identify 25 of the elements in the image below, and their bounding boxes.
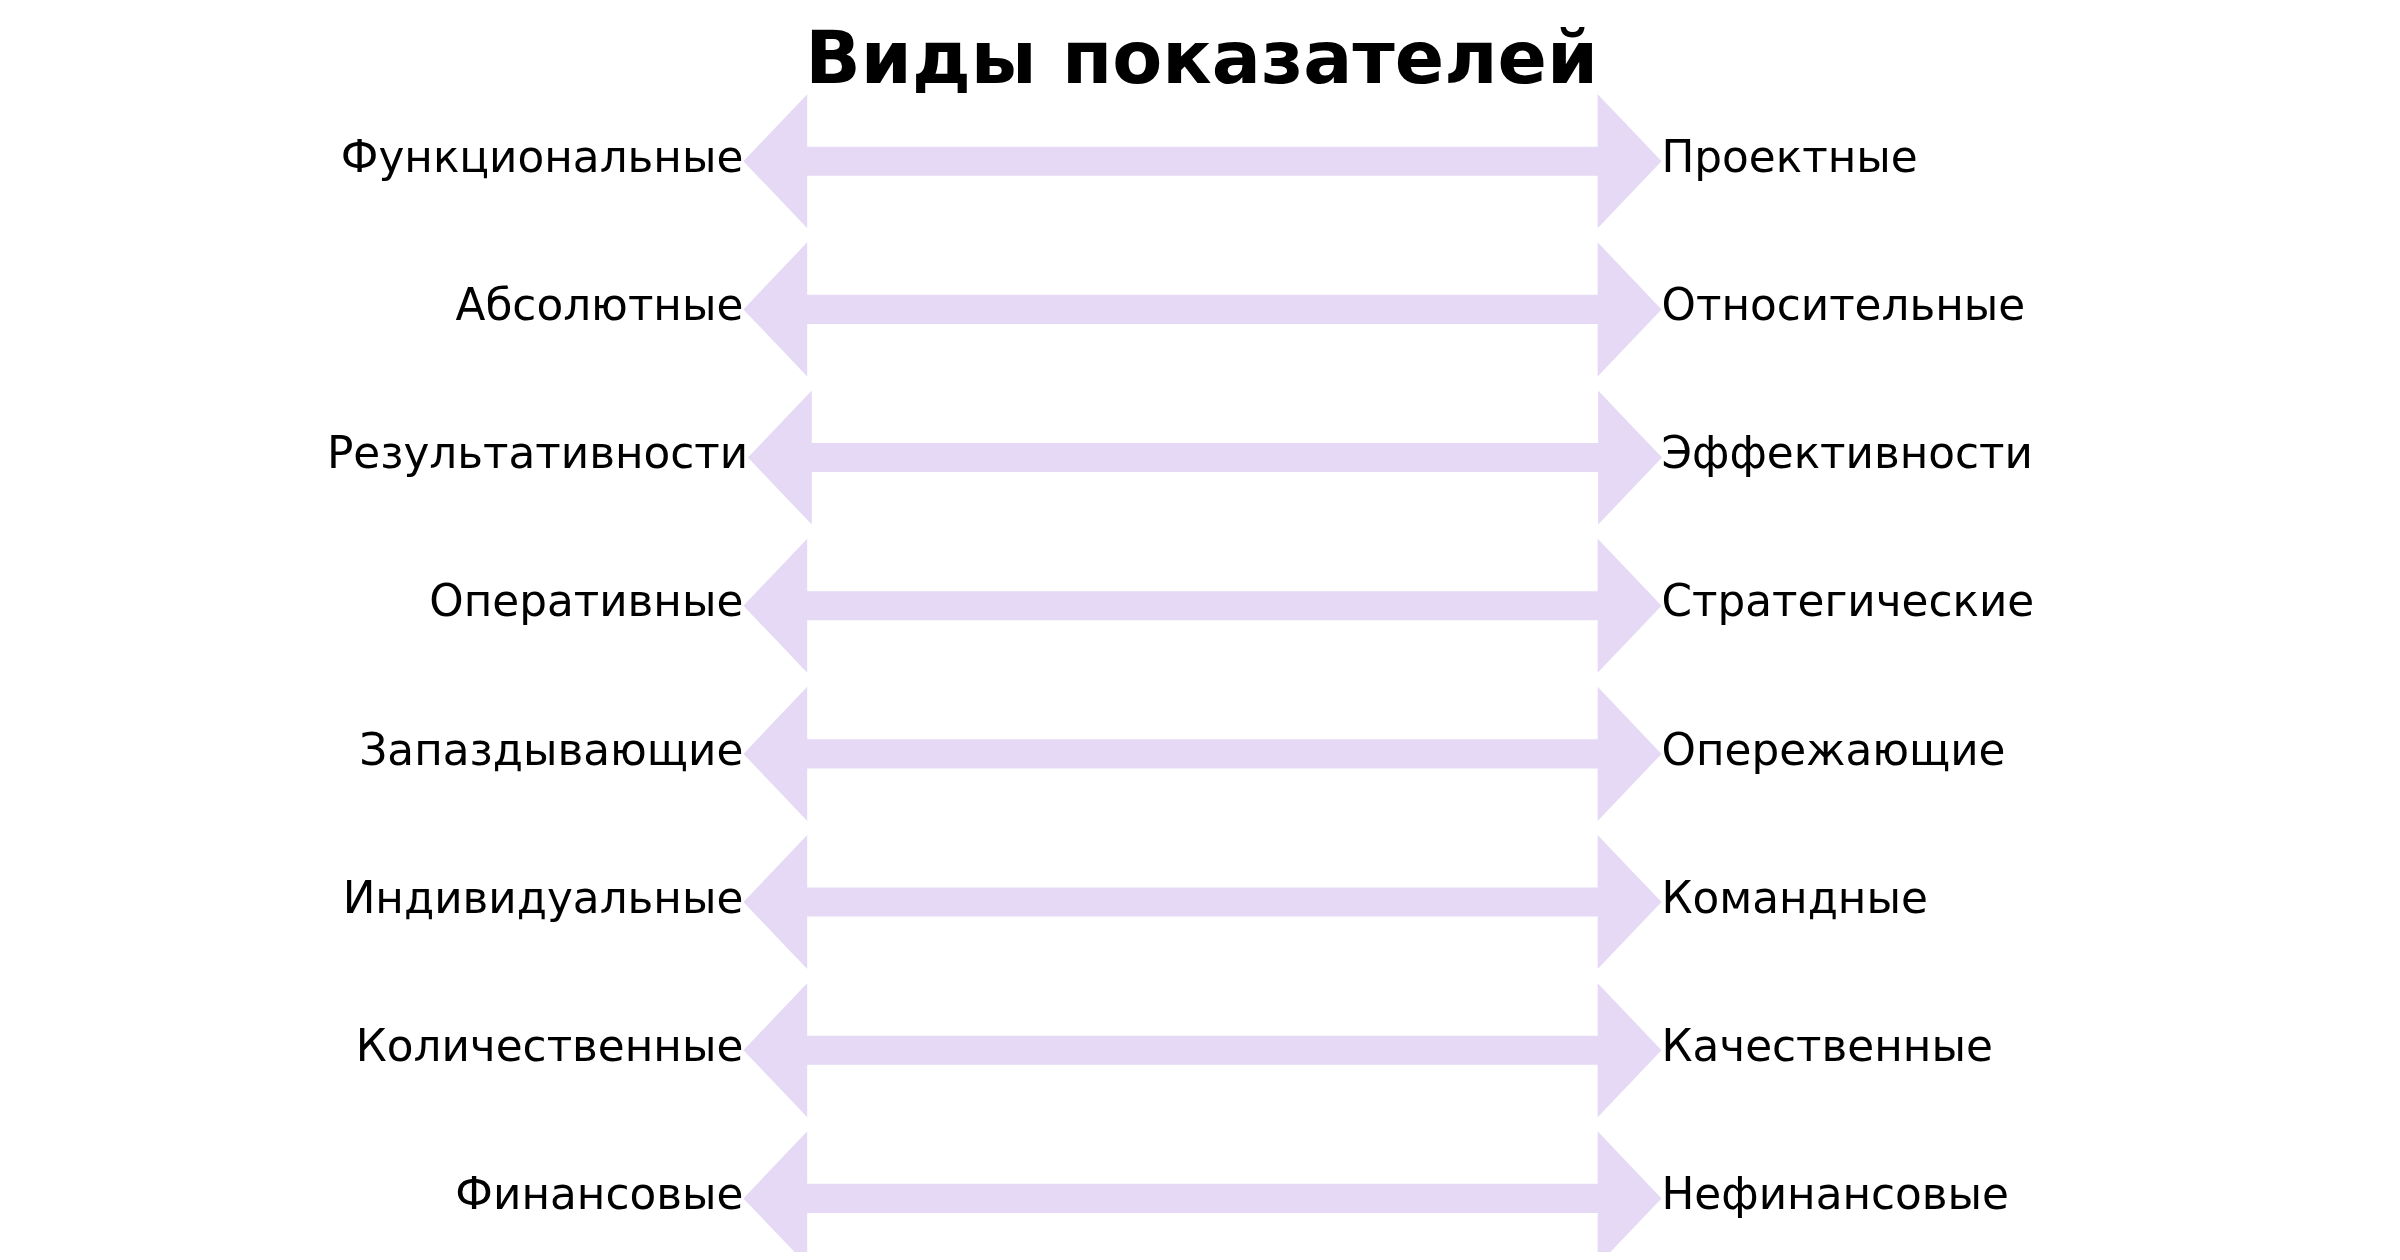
arrow: [747, 390, 1662, 525]
node-text: Командные: [1661, 871, 1928, 923]
node-text: Оперативные: [429, 575, 744, 627]
arrow: [743, 94, 1662, 229]
node-text: Эффективности: [1661, 427, 2033, 479]
arrow: [743, 686, 1662, 821]
node-text: Функциональные: [340, 130, 744, 182]
node-text: Запаздывающие: [359, 723, 744, 775]
node-text: Абсолютные: [455, 279, 744, 331]
node-text: Индивидуальные: [342, 871, 744, 923]
node-text: Стратегические: [1661, 575, 2035, 627]
node-text: Опережающие: [1661, 723, 2006, 775]
node-text: Нефинансовые: [1661, 1168, 2009, 1220]
arrow: [743, 538, 1662, 673]
node-text: Относительные: [1661, 279, 2026, 331]
arrow: [743, 835, 1662, 970]
arrow: [743, 983, 1662, 1118]
node-text: Качественные: [1661, 1019, 1993, 1071]
node-text: Финансовые: [455, 1168, 744, 1220]
node-text: Результативности: [326, 427, 749, 479]
arrow: [743, 1131, 1662, 1252]
node-text: Проектные: [1661, 130, 1918, 182]
node-text: Количественные: [355, 1019, 744, 1071]
diagram-title: Виды показателей: [805, 15, 1598, 101]
arrow: [743, 242, 1662, 377]
